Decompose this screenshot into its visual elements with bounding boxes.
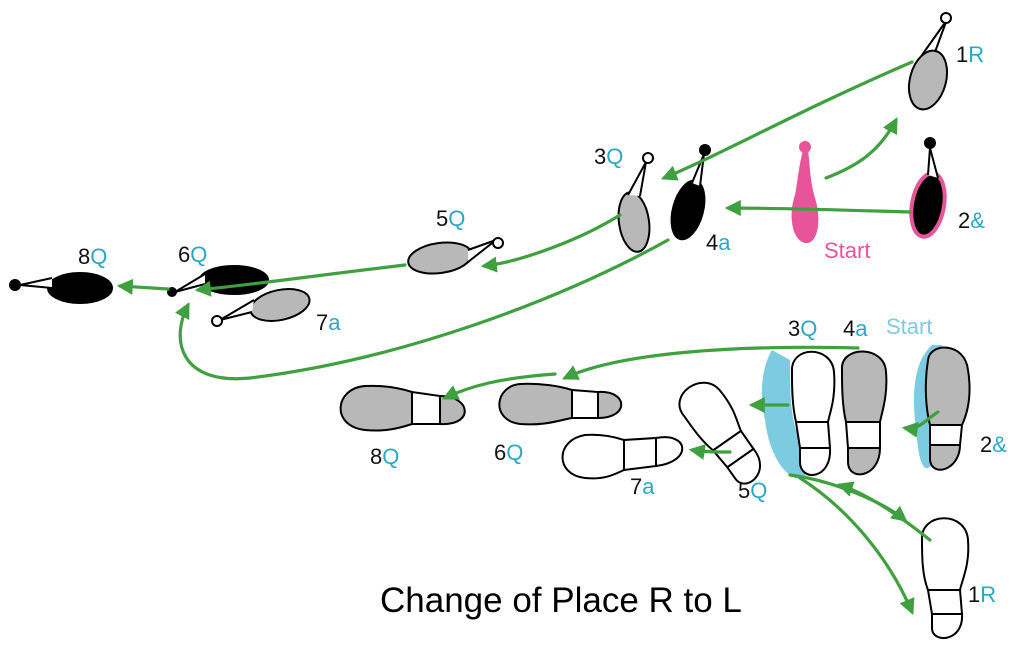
label-2-lower: 2&: [980, 432, 1007, 457]
shoe-6q-upper: [167, 265, 269, 297]
start-label-lower: Start: [886, 314, 932, 339]
arrow-5-to-7-lower: [688, 444, 732, 460]
diagram-title: Change of Place R to L: [380, 581, 742, 620]
footprint-2-lower: [924, 346, 971, 471]
shoe-4a-upper: [670, 144, 711, 241]
start-label-upper: Start: [824, 238, 870, 263]
shoe-5q-upper: [407, 237, 504, 275]
shoe-2-upper: [909, 137, 947, 239]
lower-arrows: [442, 345, 940, 615]
label-5q-lower: 5Q: [738, 478, 767, 503]
start-highlight-blue-left: [761, 350, 808, 479]
start-shoe-pink: [791, 141, 819, 244]
label-3q-lower: 3Q: [788, 316, 817, 341]
footprint-6q-lower: [498, 382, 623, 426]
label-6q-upper: 6Q: [178, 242, 207, 267]
shoe-8q-upper: [9, 272, 113, 304]
footprint-7a-lower: [561, 433, 684, 480]
footprint-1r-lower: [920, 517, 970, 639]
label-6q-lower: 6Q: [494, 440, 523, 465]
lower-diagram: 3Q 4a Start 2& 8Q 6Q 7a 5Q 1R: [339, 314, 1007, 639]
upper-arrows: [116, 60, 914, 381]
label-4a-lower: 4a: [843, 316, 868, 341]
label-3q-upper: 3Q: [594, 144, 623, 169]
arrow-5-to-6: [194, 263, 407, 297]
label-1r-lower: 1R: [968, 582, 996, 607]
shoe-7a-upper: [211, 288, 311, 327]
upper-labels: 1R 2& 3Q 4a 5Q 6Q 7a 8Q: [78, 42, 985, 335]
label-8q-upper: 8Q: [78, 244, 107, 269]
arrow-4-to-6-lower: [562, 345, 860, 380]
label-1r-upper: 1R: [956, 42, 984, 67]
footprint-8q-lower: [339, 384, 466, 432]
arrow-start-to-1-lower: [798, 476, 915, 615]
arrow-1-to-3: [661, 60, 914, 181]
arrow-4-to-7: [175, 238, 670, 381]
footprint-5q-lower: [678, 381, 761, 485]
label-5q-upper: 5Q: [436, 206, 465, 231]
upper-diagram: Start: [9, 12, 985, 381]
label-2-upper: 2&: [958, 208, 985, 233]
label-4a-upper: 4a: [706, 230, 731, 255]
arrow-1-back-lower: [836, 481, 932, 542]
shoe-3q-upper: [617, 152, 654, 253]
arrow-3-to-5: [480, 213, 622, 273]
arrow-6-to-8: [116, 278, 170, 295]
footprint-3q-lower: [790, 350, 836, 476]
arrow-6-to-8-lower: [442, 372, 557, 400]
arrow-2-to-4-lower: [901, 410, 940, 438]
label-7a-upper: 7a: [316, 310, 341, 335]
arrow-2-to-4: [724, 200, 912, 217]
shoe-1r-upper: [907, 12, 952, 111]
label-7a-lower: 7a: [630, 474, 655, 499]
arrow-start-to-1: [824, 117, 898, 180]
footprint-4a-lower: [840, 350, 888, 476]
label-8q-lower: 8Q: [370, 444, 399, 469]
lower-labels: 3Q 4a Start 2& 8Q 6Q 7a 5Q 1R: [370, 314, 1007, 607]
